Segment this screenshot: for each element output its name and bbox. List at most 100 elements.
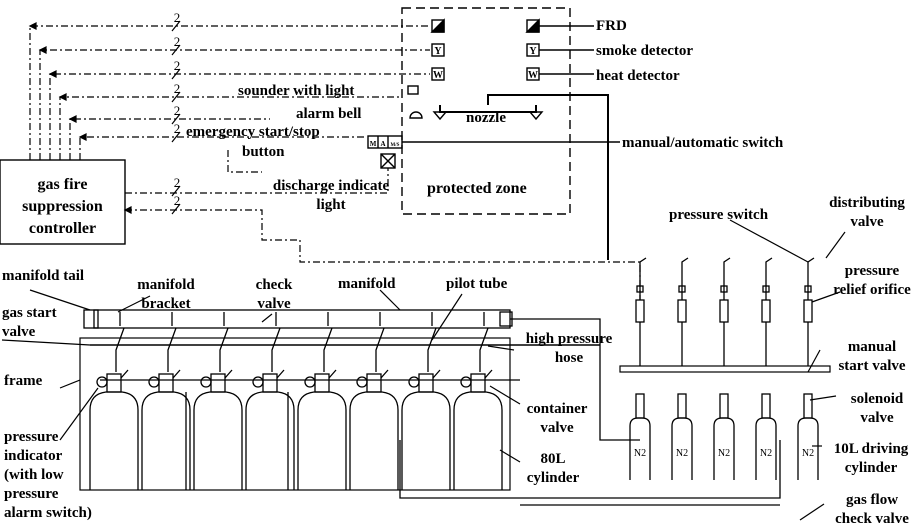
emergency-label: emergency start/stop — [186, 124, 320, 140]
drive-manifold — [619, 365, 831, 373]
manual-auto-switch-label: manual/automatic switch — [622, 135, 784, 151]
control-wire-6 — [79, 136, 365, 160]
distributing-valve-3 — [719, 299, 729, 323]
wire-arrow-1 — [28, 22, 37, 30]
container-valve-3 — [210, 373, 226, 393]
pressure-indicator-5 — [304, 376, 316, 388]
agent-cylinder-4 — [245, 391, 295, 490]
wire-arrow-3 — [48, 70, 57, 78]
discharge-x2 — [380, 153, 396, 169]
container-valve-5 — [314, 373, 330, 393]
solenoid-valve-3 — [719, 393, 729, 419]
smoke-detector-a-text: Y — [434, 46, 442, 57]
n2-label-3: N2 — [718, 448, 730, 459]
driving-cylinder-bank: N2 N2 N2 N2 N2 — [619, 257, 831, 480]
controller-label: gas fire suppression controller — [22, 176, 103, 237]
alarm-bell-icon — [409, 111, 423, 119]
manifold-label: manifold — [338, 276, 396, 292]
gas-start-valve-leader — [1, 339, 91, 346]
pressure-indicator-1 — [96, 376, 108, 388]
nozzle-branch — [439, 105, 537, 113]
manifold-tail — [83, 309, 99, 329]
pressure-indicator-8 — [460, 376, 472, 388]
pilot-tube-leader — [431, 293, 463, 341]
manifold-assembly — [83, 309, 781, 506]
smoke-detector-label: smoke detector — [596, 43, 694, 59]
agent-cylinder-8 — [453, 391, 503, 490]
pressure-relief-leader — [811, 291, 841, 303]
gas-flow-check-valve-leader — [799, 503, 825, 521]
pressure-indicator-leader — [59, 387, 99, 441]
container-valve-7 — [418, 373, 434, 393]
discharge-outlet-4 — [276, 369, 285, 379]
frd-detector-b-fill — [525, 18, 540, 33]
smoke-detector-a — [431, 43, 445, 57]
frame-leader — [59, 379, 81, 389]
relief-pipe-3 — [723, 257, 731, 300]
wire-break-9-count: 2 — [174, 193, 181, 208]
wire-break-5 — [171, 113, 181, 125]
nozzle-label: nozzle — [466, 110, 506, 126]
high-pressure-hose-4 — [271, 327, 281, 372]
heat-detector-a — [431, 67, 445, 81]
return-line — [399, 440, 781, 499]
n2-label-4: N2 — [760, 448, 772, 459]
discharge-outlet-7 — [432, 369, 441, 379]
container-valve-1 — [106, 373, 122, 393]
wire-break-4 — [171, 91, 181, 103]
cylinder-frame — [79, 337, 511, 491]
solenoid-valve-5 — [803, 393, 813, 419]
frame-label: frame — [4, 373, 43, 389]
pressure-switch-1 — [636, 285, 644, 293]
switch-m: M — [370, 140, 377, 148]
sounder-label: sounder with light — [238, 83, 355, 99]
discharge-outlet-1 — [120, 369, 129, 379]
switch-a: A — [380, 140, 385, 148]
discharge-outlet-5 — [328, 369, 337, 379]
relief-pipe-1 — [639, 257, 647, 300]
high-pressure-hose-leader — [487, 345, 515, 351]
distributing-valve-1 — [635, 299, 645, 323]
discharge-light-label: discharge indicate light — [272, 178, 390, 213]
protected-zone-box — [401, 7, 571, 215]
distributing-valve-2 — [677, 299, 687, 323]
n2-label-1: N2 — [634, 448, 646, 459]
gas-start-valve-label: gas start valve — [2, 305, 57, 340]
manifold-tail-leader — [29, 289, 91, 311]
wire-break-5-count: 2 — [174, 103, 181, 118]
wire-arrow-5 — [68, 115, 77, 123]
high-pressure-hose-2 — [167, 327, 177, 372]
relief-pipe-4 — [765, 257, 773, 300]
cylinder-80l-leader — [499, 449, 521, 463]
agent-cylinder-6 — [349, 391, 399, 490]
pressure-relief-label: pressure relief orifice — [833, 263, 911, 298]
n2-label-5: N2 — [802, 448, 814, 459]
wire-break-1-count: 2 — [174, 10, 181, 25]
pressure-switch-5 — [804, 285, 812, 293]
distributing-valve-5 — [803, 299, 813, 323]
container-valve-8 — [470, 373, 486, 393]
discharge-outlet-6 — [380, 369, 389, 379]
high-pressure-hose-label: high pressure hose — [525, 331, 613, 366]
wire-break-3-count: 2 — [174, 58, 181, 73]
high-pressure-hose-1 — [115, 327, 125, 372]
pressure-indicator-7 — [408, 376, 420, 388]
high-pressure-hose-3 — [219, 327, 229, 372]
control-wire-1 — [29, 25, 430, 160]
relief-pipe-5 — [807, 257, 815, 300]
solenoid-valve-4 — [761, 393, 771, 419]
manifold-bracket-leader — [117, 295, 151, 313]
wire-break-3 — [171, 68, 181, 80]
pressure-switch-2 — [678, 285, 686, 293]
solenoid-valve-label: solenoid valve — [850, 391, 904, 426]
wire-break-2 — [171, 44, 181, 56]
check-valve-leader — [261, 313, 273, 323]
agent-cylinder-1 — [89, 391, 139, 490]
alarm-bell-label: alarm bell — [296, 106, 362, 122]
discharge-outlet-3 — [224, 369, 233, 379]
agent-cylinder-bank — [79, 337, 511, 491]
n2-label-2: N2 — [676, 448, 688, 459]
agent-cylinder-5 — [297, 391, 347, 490]
